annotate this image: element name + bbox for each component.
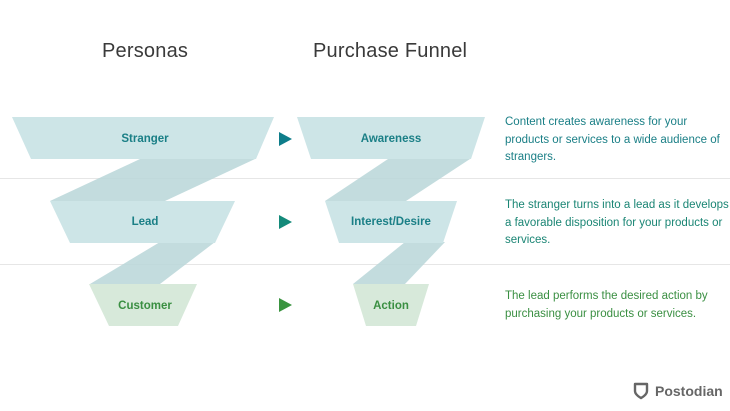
row-divider [0, 264, 730, 265]
funnel-stage-lead [50, 201, 235, 243]
play-arrow-icon [279, 132, 292, 146]
stage-description: The lead performs the desired action by … [505, 290, 708, 320]
stage-label: Interest/Desire [351, 216, 431, 228]
play-arrow-icon [279, 215, 292, 229]
funnel-stage-stranger [12, 117, 274, 159]
stage-description: The stranger turns into a lead as it dev… [505, 199, 729, 246]
funnel-stage-customer [89, 284, 197, 326]
play-arrow-icon [279, 298, 292, 312]
funnel-stage-interest-desire [325, 201, 457, 243]
shield-icon [633, 382, 649, 400]
connector-shape [325, 159, 470, 201]
connector-shape [50, 159, 255, 201]
persona-label: Customer [118, 300, 172, 312]
personas-heading: Personas [102, 40, 189, 62]
funnel-stage-awareness [297, 117, 485, 159]
connector-shape [90, 242, 215, 284]
brand-logo: Postodian [633, 382, 723, 400]
stage-description: Content creates awareness for your produ… [505, 116, 720, 163]
stage-label: Action [373, 300, 409, 312]
brand-name: Postodian [655, 383, 723, 399]
connector-shape [353, 242, 445, 284]
funnel-stage-action [353, 284, 429, 326]
persona-label: Stranger [121, 133, 169, 145]
funnel-heading: Purchase Funnel [313, 40, 468, 62]
persona-label: Lead [131, 216, 159, 228]
stage-label: Awareness [360, 133, 422, 145]
